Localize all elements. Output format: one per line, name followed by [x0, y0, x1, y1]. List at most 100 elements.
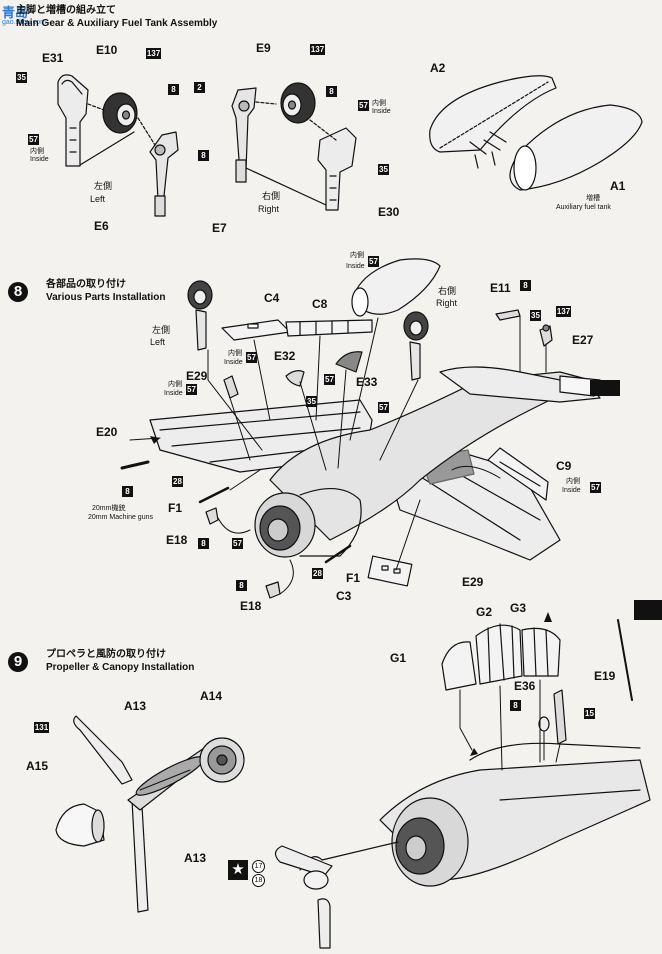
step8-right-jp: 右側	[438, 286, 457, 296]
step8-e29	[223, 375, 239, 399]
step7-inside-en-right: Inside	[372, 108, 391, 115]
s8-box-57-c9: 57	[590, 482, 601, 493]
fuel-tank	[429, 75, 643, 191]
left-strut	[149, 131, 179, 217]
circled-18: 18	[252, 874, 265, 887]
step7-left-en: Left	[90, 194, 106, 204]
label-e30: E30	[378, 205, 400, 219]
step8-gear-left	[187, 280, 213, 351]
label-e18-top: E18	[166, 533, 188, 547]
s8-box-28-bottom: 28	[312, 568, 323, 579]
label-a13-top: A13	[124, 699, 147, 713]
label-c3: C3	[336, 589, 352, 603]
right-strut	[231, 87, 257, 183]
step8-inside-jp-c9: 内側	[566, 478, 580, 485]
label-c8: C8	[312, 297, 328, 311]
propeller-assembled	[274, 845, 333, 949]
step7-title-jp: 主脚と増槽の組み立て	[16, 5, 116, 16]
label-e29-bottom: E29	[462, 575, 484, 589]
label-g2: G2	[476, 605, 493, 619]
label-f1-bottom: F1	[346, 571, 361, 585]
ref-box-35b: 35	[378, 164, 389, 175]
step7-inside-jp-left: 内側	[30, 148, 44, 155]
label-e6: E6	[94, 219, 109, 233]
label-e19: E19	[594, 669, 616, 683]
label-e33: E33	[356, 375, 378, 389]
e36-part	[538, 716, 550, 732]
left-wheel	[102, 92, 138, 134]
step8-inside-jp-e29: 内側	[168, 381, 182, 388]
step7-title-en: Main Gear & Auxiliary Fuel Tank Assembly	[16, 18, 218, 29]
step8-inside-jp-tank: 内側	[350, 252, 364, 259]
ref-box-57: 57	[28, 134, 39, 145]
aircraft-body	[149, 366, 601, 561]
label-e11: E11	[490, 281, 511, 295]
step8-inside-en-c9: Inside	[562, 487, 581, 494]
s9-box-15: 15	[584, 708, 595, 719]
step8-title-jp: 各部品の取り付け	[46, 279, 126, 290]
label-a1: A1	[610, 179, 626, 193]
ref-box-8c: 8	[326, 86, 337, 97]
gun-caption-en: 20mm Machine guns	[88, 514, 153, 521]
s8-box-57-e32: 57	[324, 374, 335, 385]
s8-box-57-engine: 57	[232, 538, 243, 549]
step8-gun-e20	[120, 460, 150, 470]
antenna-mast	[617, 619, 633, 701]
step8-left-en: Left	[150, 337, 166, 347]
label-a14: A14	[200, 689, 223, 703]
propeller-exploded	[55, 715, 245, 913]
s9-box-131: 131	[34, 722, 49, 733]
step8-e27	[539, 324, 553, 347]
step8-c3	[367, 555, 413, 587]
step7-right-jp: 右側	[262, 191, 281, 201]
label-a2: A2	[430, 61, 446, 75]
step7-inside-jp-right: 内側	[372, 100, 386, 107]
step8-inside-en-c4: Inside	[224, 359, 243, 366]
label-c9: C9	[556, 459, 572, 473]
label-e10: E10	[96, 43, 118, 57]
circled-17: 17	[252, 860, 265, 873]
canopy	[441, 623, 561, 691]
tank-caption-jp: 増槽	[586, 195, 600, 202]
watermark-logo: 青岛	[2, 5, 29, 20]
label-f1-left: F1	[168, 501, 183, 515]
step9-number: 9	[8, 652, 28, 672]
ref-box-35: 35	[16, 72, 27, 83]
step8-e33	[335, 351, 363, 373]
label-e18-bottom: E18	[240, 599, 262, 613]
ref-box-8b: 8	[198, 150, 209, 161]
label-e36: E36	[514, 679, 536, 693]
step8-c8	[285, 319, 373, 337]
ref-box-57b: 57	[358, 100, 369, 111]
s8-box-8-e20: 8	[122, 486, 133, 497]
step8-c9	[487, 447, 549, 501]
s8-box-57-e29: 57	[186, 384, 197, 395]
s9-box-8: 8	[510, 700, 521, 711]
s8-box-57-c4: 57	[246, 352, 257, 363]
step8-gun-f1	[198, 486, 352, 564]
gun-caption-jp: 20mm機銃	[92, 505, 126, 512]
s8-box-57-mid: 57	[378, 402, 389, 413]
ref-box-137: 137	[146, 48, 161, 59]
step8-right-en: Right	[436, 298, 458, 308]
step7-inside-en-left: Inside	[30, 156, 49, 163]
s8-box-35-e27: 35	[530, 310, 541, 321]
color-chip-icon-right	[634, 600, 662, 620]
s8-box-28-left: 28	[172, 476, 183, 487]
label-e27: E27	[572, 333, 594, 347]
label-a13-bottom: A13	[184, 851, 207, 865]
step8-title-en: Various Parts Installation	[46, 292, 166, 303]
s8-box-35: 35	[306, 396, 317, 407]
s8-box-8-e18: 8	[198, 538, 209, 549]
s8-box-8-e11: 8	[520, 280, 531, 291]
step7-left-jp: 左側	[94, 181, 113, 191]
watermark-site: gao.shou.com	[2, 19, 46, 26]
label-e20: E20	[96, 425, 118, 439]
s8-box-57-tank: 57	[368, 256, 379, 267]
e19-part	[553, 689, 567, 745]
ref-box-2: 2	[194, 82, 205, 93]
label-e31: E31	[42, 51, 64, 65]
step8-c4	[221, 319, 291, 341]
